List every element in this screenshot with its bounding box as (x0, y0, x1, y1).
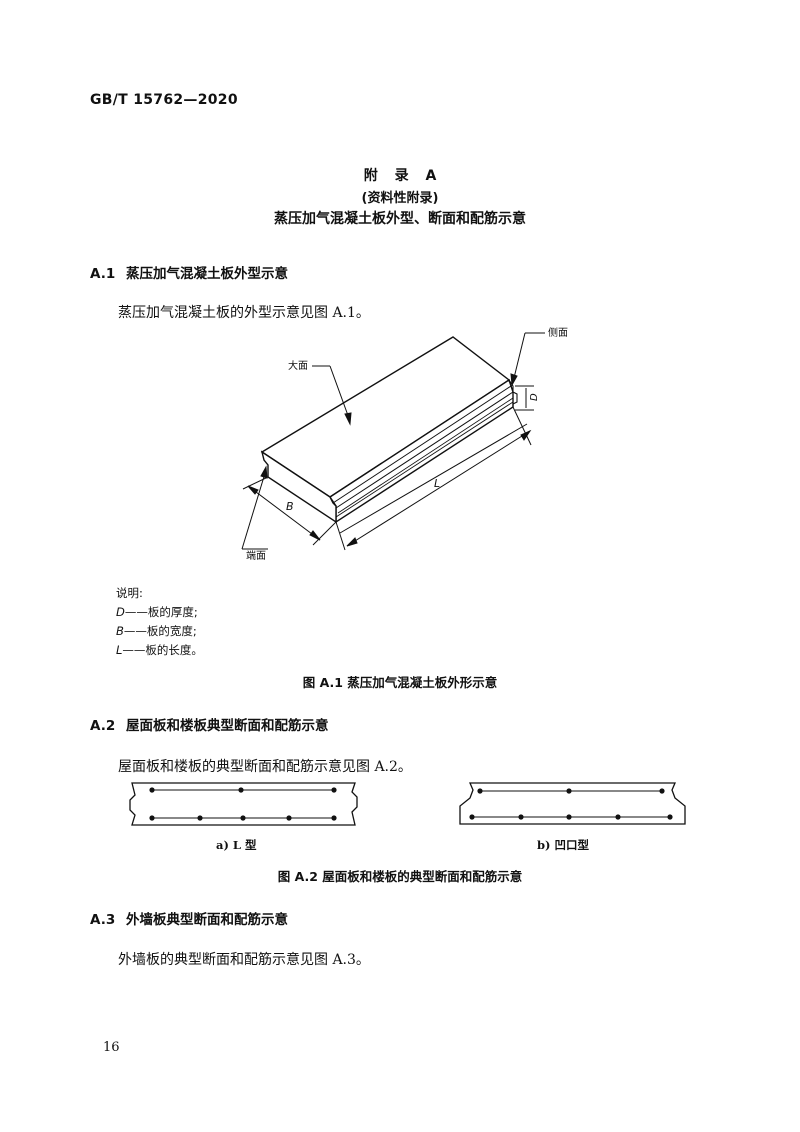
section-paragraph-a1: 蒸压加气混凝土板的外型示意见图 A.1。 (118, 305, 370, 321)
section-concave-type (459, 782, 686, 825)
rebar-dots-concave-type (469, 788, 673, 820)
figure-a1-caption: 图 A.1 蒸压加气混凝土板外形示意 (302, 675, 498, 690)
page-number: 16 (103, 1040, 120, 1055)
label-end-face: 端面 (246, 549, 266, 562)
dim-length-label: L (434, 477, 440, 490)
section-title: 外墙板典型断面和配筋示意 (126, 912, 288, 928)
figure-a2-sublabel-b: b) 凹口型 (537, 838, 589, 852)
legend-item: D——板的厚度; (116, 603, 203, 622)
dim-width-label: B (286, 500, 294, 513)
section-paragraph-a2: 屋面板和楼板的典型断面和配筋示意见图 A.2。 (118, 759, 412, 775)
label-side-face: 侧面 (548, 326, 568, 339)
annex-title: 附 录 A (363, 168, 437, 184)
legend-desc: ——板的长度。 (122, 643, 203, 657)
legend-item: L——板的长度。 (116, 641, 203, 660)
standard-code: GB/T 15762—2020 (90, 92, 238, 108)
dim-thickness-label: D (529, 393, 540, 401)
section-heading-a2: A.2 屋面板和楼板典型断面和配筋示意 (90, 714, 329, 734)
figure-a2-sublabel-a: a) L 型 (216, 838, 257, 852)
annex-type: (资料性附录) (361, 191, 439, 206)
section-paragraph-a3: 外墙板的典型断面和配筋示意见图 A.3。 (118, 952, 370, 968)
legend-item: B——板的宽度; (116, 622, 203, 641)
section-number: A.1 (90, 266, 116, 282)
figure-a2-caption: 图 A.2 屋面板和楼板的典型断面和配筋示意 (277, 869, 523, 884)
legend-symbol: D (116, 605, 125, 619)
legend-symbol: B (116, 624, 124, 638)
section-title: 蒸压加气混凝土板外型示意 (126, 266, 288, 282)
annex-name: 蒸压加气混凝土板外型、断面和配筋示意 (274, 211, 526, 227)
section-title: 屋面板和楼板典型断面和配筋示意 (126, 718, 329, 734)
section-number: A.3 (90, 912, 116, 928)
legend-desc: ——板的宽度; (123, 624, 197, 638)
legend-title: 说明: (116, 586, 143, 600)
legend-symbol: L (116, 643, 123, 657)
rebar-dots-l-type (149, 787, 337, 821)
figure-a1-legend: 说明: D——板的厚度; B——板的宽度; L——板的长度。 (116, 584, 203, 660)
legend-desc: ——板的厚度; (124, 605, 198, 619)
section-l-type (129, 782, 358, 826)
label-top-face: 大面 (288, 359, 308, 372)
section-number: A.2 (90, 718, 116, 734)
section-heading-a1: A.1 蒸压加气混凝土板外型示意 (90, 262, 288, 282)
section-heading-a3: A.3 外墙板典型断面和配筋示意 (90, 908, 288, 928)
